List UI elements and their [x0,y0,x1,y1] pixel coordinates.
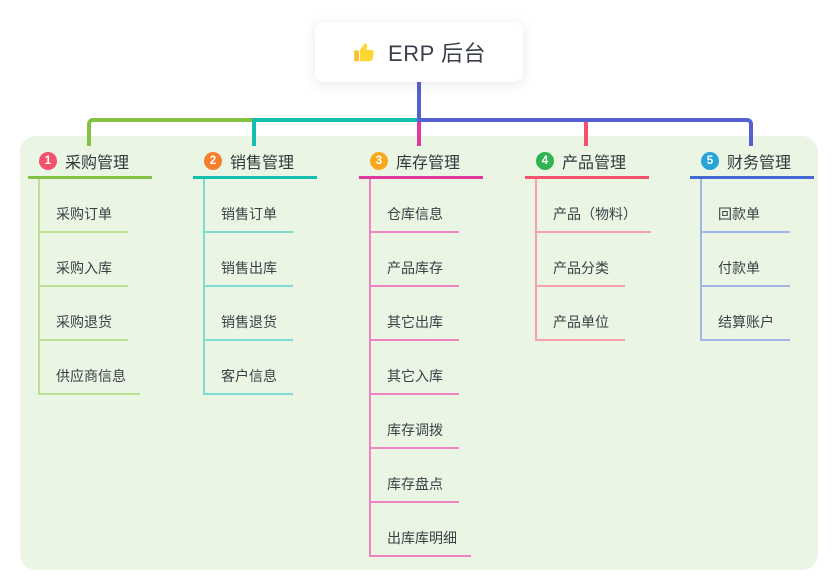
branch-2-title: 销售管理 [230,155,295,172]
leaf-node[interactable]: 产品库存 [371,233,459,287]
leaf-node[interactable]: 库存调拨 [371,395,459,449]
branch-1-number-badge: 1 [39,152,57,170]
branch-4-items: 产品（物料）产品分类产品单位 [535,179,651,341]
branch-5: 5 财务管理回款单付款单结算账户 [690,146,814,341]
leaf-node[interactable]: 销售订单 [205,179,293,233]
leaf-node[interactable]: 其它出库 [371,287,459,341]
leaf-node[interactable]: 结算账户 [702,287,790,341]
branch-3-title: 库存管理 [396,155,461,172]
leaf-node[interactable]: 供应商信息 [40,341,140,395]
branch2-connector [252,122,256,146]
branch-2: 2 销售管理销售订单销售出库销售退货客户信息 [193,146,317,395]
branch-2-number-badge: 2 [204,152,222,170]
branch-3-header[interactable]: 3 库存管理 [359,146,483,179]
leaf-node[interactable]: 回款单 [702,179,790,233]
leaf-node[interactable]: 客户信息 [205,341,293,395]
branch-5-title: 财务管理 [727,155,792,172]
branch-1-items: 采购订单采购入库采购退货供应商信息 [38,179,152,395]
branch-5-items: 回款单付款单结算账户 [700,179,814,341]
branch4-connector [584,122,588,146]
leaf-node[interactable]: 仓库信息 [371,179,459,233]
branch3-connector [417,122,421,146]
branch-3-items: 仓库信息产品库存其它出库其它入库库存调拨库存盘点出库库明细 [369,179,483,557]
leaf-node[interactable]: 产品分类 [537,233,625,287]
leaf-node[interactable]: 其它入库 [371,341,459,395]
branches-panel [20,136,818,570]
branch-1: 1 采购管理采购订单采购入库采购退货供应商信息 [28,146,152,395]
branch5-connector [417,118,753,146]
leaf-node[interactable]: 付款单 [702,233,790,287]
branch-4-number-badge: 4 [536,152,554,170]
leaf-node[interactable]: 采购退货 [40,287,128,341]
leaf-node[interactable]: 库存盘点 [371,449,459,503]
branch-4-header[interactable]: 4 产品管理 [525,146,649,179]
branch-2-header[interactable]: 2 销售管理 [193,146,317,179]
leaf-node[interactable]: 采购订单 [40,179,128,233]
thumbs-up-icon [352,39,378,65]
leaf-node[interactable]: 产品单位 [537,287,625,341]
branch-2-items: 销售订单销售出库销售退货客户信息 [203,179,317,395]
root-node[interactable]: ERP 后台 [315,22,523,82]
leaf-node[interactable]: 销售退货 [205,287,293,341]
branch-1-header[interactable]: 1 采购管理 [28,146,152,179]
branch-1-title: 采购管理 [65,155,130,172]
leaf-node[interactable]: 采购入库 [40,233,128,287]
branch1-connector [87,118,256,146]
branch-5-number-badge: 5 [701,152,719,170]
branch-3-number-badge: 3 [370,152,388,170]
branch-5-header[interactable]: 5 财务管理 [690,146,814,179]
branch-4-title: 产品管理 [562,155,627,172]
branch-3: 3 库存管理仓库信息产品库存其它出库其它入库库存调拨库存盘点出库库明细 [359,146,483,557]
leaf-node[interactable]: 销售出库 [205,233,293,287]
branch-4: 4 产品管理产品（物料）产品分类产品单位 [525,146,651,341]
root-connector-line [417,82,421,118]
leaf-node[interactable]: 产品（物料） [537,179,651,233]
branch2-bus [252,118,421,122]
root-node-label: ERP 后台 [388,41,486,66]
leaf-node[interactable]: 出库库明细 [371,503,471,557]
